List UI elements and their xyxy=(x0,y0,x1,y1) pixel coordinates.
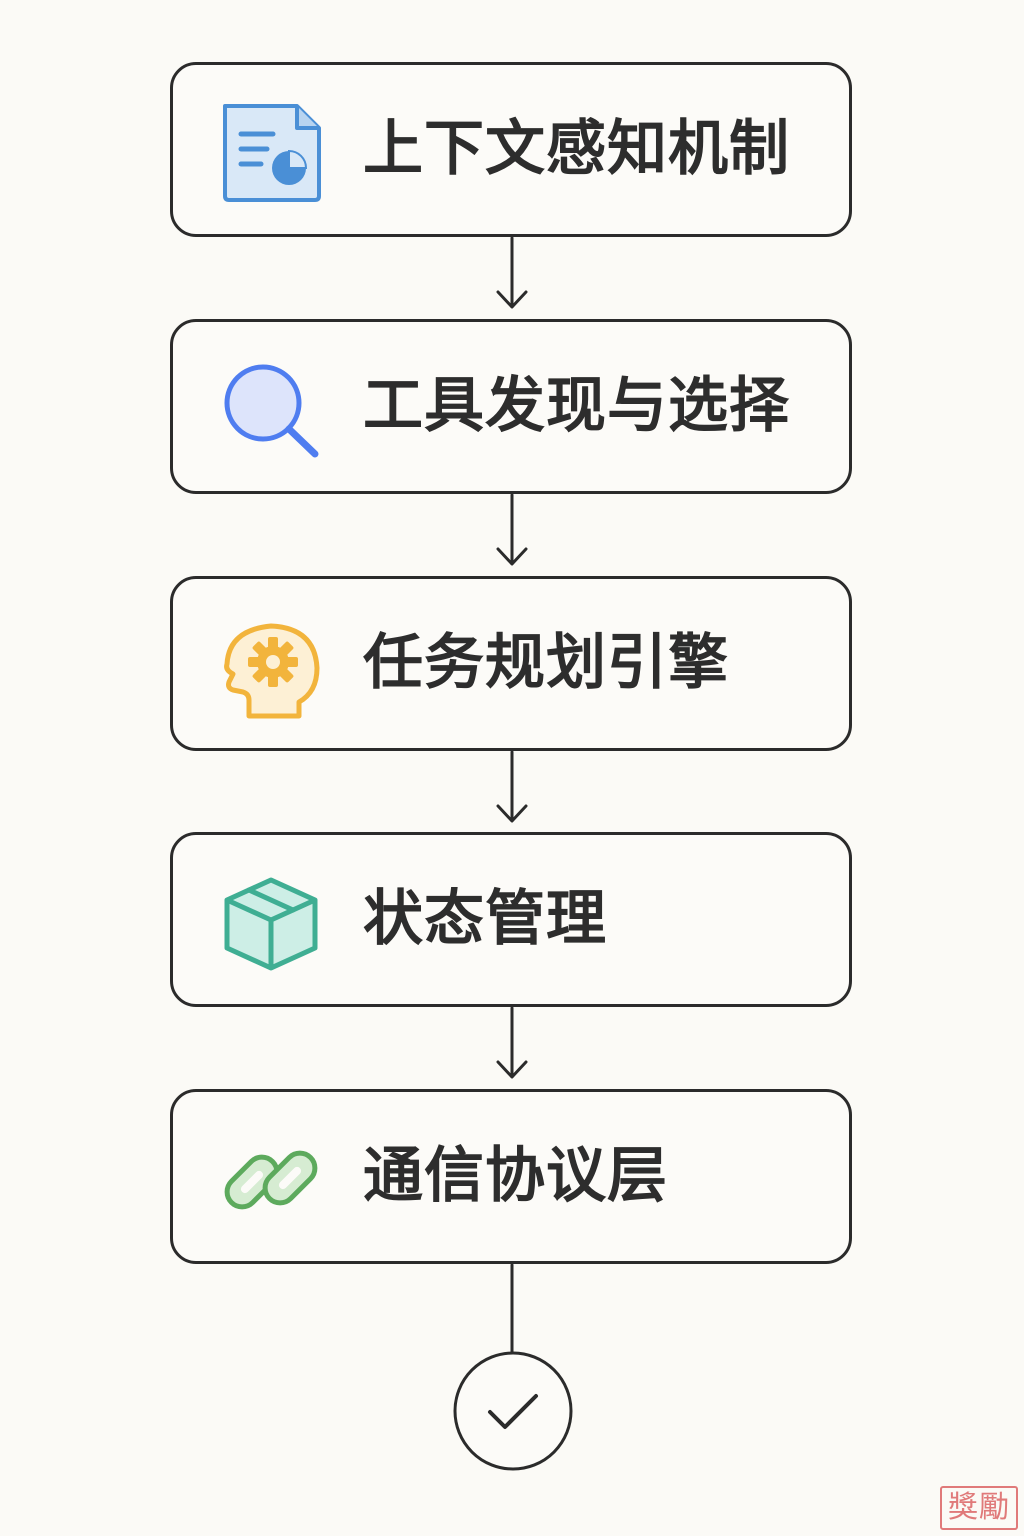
step-label: 工具发现与选择 xyxy=(363,371,790,441)
magnifier-icon xyxy=(219,359,323,463)
arrowhead-1-2 xyxy=(496,290,528,309)
arrowhead-2-3 xyxy=(496,547,528,566)
step-label: 状态管理 xyxy=(363,884,607,954)
box-icon xyxy=(219,872,323,976)
step-label: 上下文感知机制 xyxy=(363,114,790,184)
arrowhead-3-4 xyxy=(496,804,528,823)
document-chart-icon xyxy=(219,102,323,206)
head-gear-icon xyxy=(219,616,323,720)
step-label: 通信协议层 xyxy=(363,1141,668,1211)
step-tool-discovery: 工具发现与选择 xyxy=(170,319,852,494)
seal-watermark: 獎勵 xyxy=(940,1486,1018,1530)
step-communication-protocol: 通信协议层 xyxy=(170,1089,852,1264)
step-label: 任务规划引擎 xyxy=(363,628,729,698)
arrowhead-4-5 xyxy=(496,1060,528,1079)
end-node xyxy=(453,1351,573,1471)
chain-link-icon xyxy=(219,1129,323,1233)
step-state-management: 状态管理 xyxy=(170,832,852,1007)
step-task-planning: 任务规划引擎 xyxy=(170,576,852,751)
checkmark-icon xyxy=(488,1394,538,1429)
step-context-awareness: 上下文感知机制 xyxy=(170,62,852,237)
